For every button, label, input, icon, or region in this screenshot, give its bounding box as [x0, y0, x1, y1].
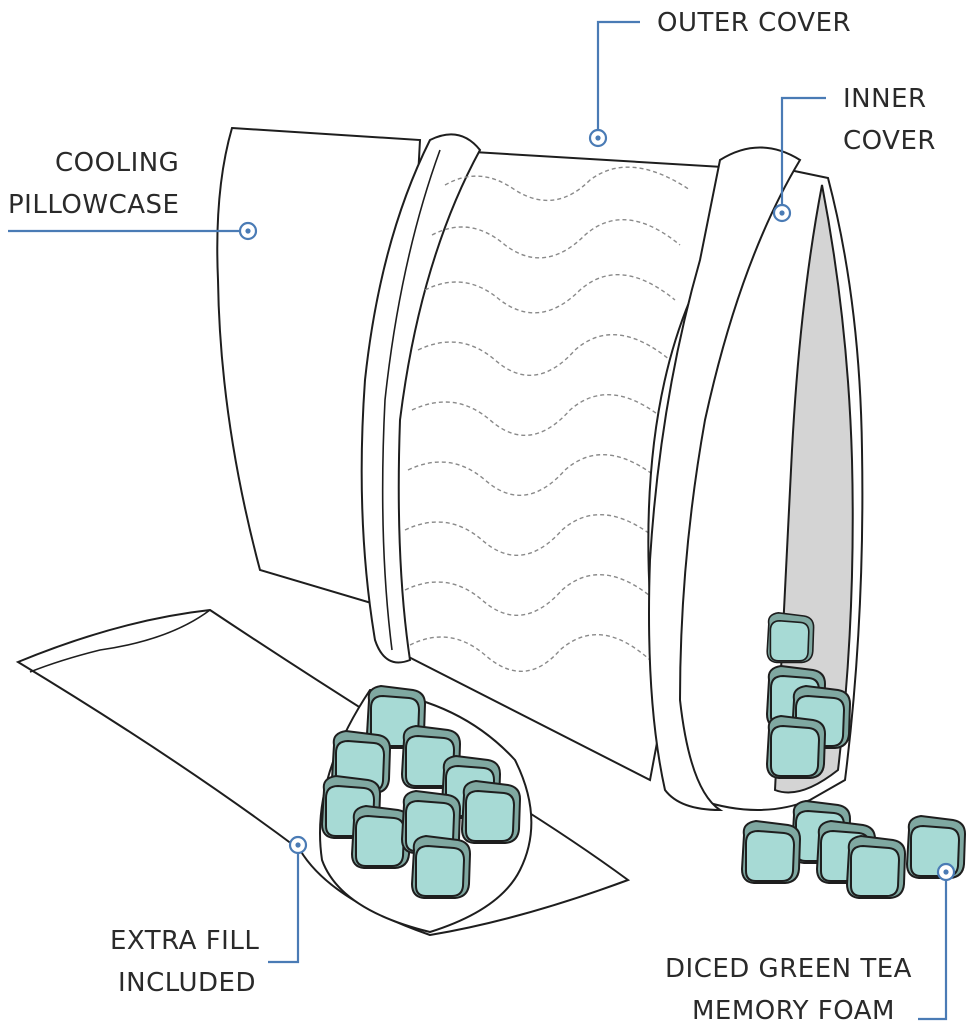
- extra-fill-label-line2: INCLUDED: [118, 962, 256, 1004]
- foam-label-line1: DICED GREEN TEA: [665, 948, 912, 990]
- outer-cover-label: OUTER COVER: [657, 2, 851, 44]
- cooling-pillowcase-label-line2: PILLOWCASE: [8, 184, 179, 226]
- inner-cover-label-line2: COVER: [843, 120, 936, 162]
- extra-fill-label-line1: EXTRA FILL: [110, 920, 259, 962]
- cooling-pillowcase-label-line1: COOLING: [55, 142, 179, 184]
- inner-cover-label-line1: INNER: [843, 78, 927, 120]
- foam-label-line2: MEMORY FOAM: [692, 990, 895, 1032]
